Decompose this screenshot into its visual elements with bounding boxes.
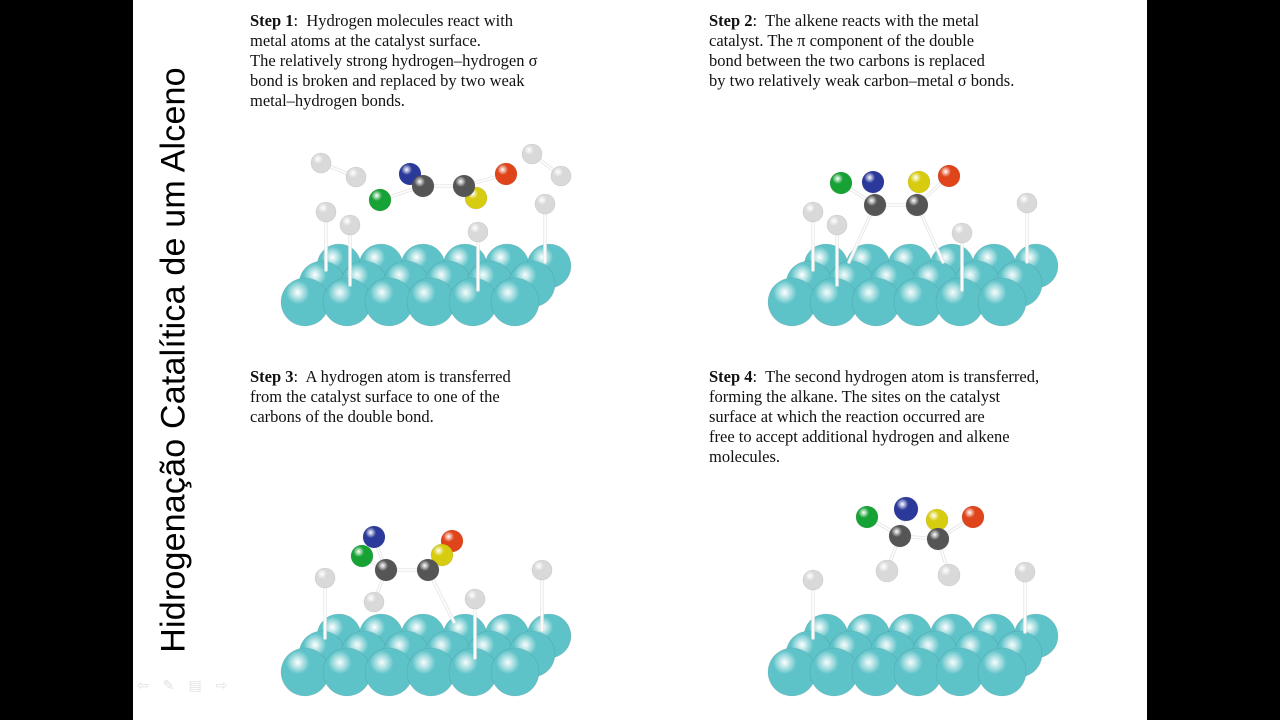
substituent-atom xyxy=(368,188,392,212)
step-1-text: Step 1: Hydrogen molecules react with me… xyxy=(250,11,538,110)
catalyst-atom xyxy=(364,647,414,697)
catalyst-atom xyxy=(977,277,1027,327)
step-2-diagram xyxy=(767,164,1059,327)
step-1-label: Step 1 xyxy=(250,11,294,30)
carbon-atom xyxy=(452,174,476,198)
substituent-atom xyxy=(907,170,931,194)
hydrogen-atom xyxy=(363,591,385,613)
arrow-left-icon[interactable]: ⇦ xyxy=(137,678,149,694)
catalyst-atom xyxy=(809,277,859,327)
carbon-atom xyxy=(411,174,435,198)
substituent-atom xyxy=(861,170,885,194)
catalyst-atom xyxy=(406,277,456,327)
substituent-atom xyxy=(362,525,386,549)
hydrogen-atom xyxy=(802,201,824,223)
hydrogen-atom xyxy=(550,165,572,187)
substituent-atom xyxy=(893,496,919,522)
substituent-atom xyxy=(494,162,518,186)
step-4-text: Step 4: The second hydrogen atom is tran… xyxy=(709,367,1040,466)
slideshow-nav: ⇦ ✎ ▤ ⇨ xyxy=(137,678,227,694)
catalyst-atom xyxy=(935,277,985,327)
hydrogen-atom xyxy=(521,143,543,165)
carbon-atom xyxy=(416,558,440,582)
hydrogen-atom xyxy=(951,222,973,244)
catalyst-atom xyxy=(893,277,943,327)
catalyst-atom xyxy=(490,277,540,327)
catalyst-atom xyxy=(851,647,901,697)
catalyst-atom xyxy=(322,647,372,697)
hydrogen-atom xyxy=(534,193,556,215)
catalyst-atom xyxy=(809,647,859,697)
substituent-atom xyxy=(829,171,853,195)
substituent-atom xyxy=(961,505,985,529)
step-4-diagram xyxy=(767,496,1059,697)
step-2-label: Step 2 xyxy=(709,11,753,30)
catalyst-atom xyxy=(767,647,817,697)
catalyst-atom xyxy=(448,277,498,327)
slide-title: Hidrogenação Catalítica de um Alceno xyxy=(154,67,193,653)
catalyst-atom xyxy=(406,647,456,697)
menu-icon[interactable]: ▤ xyxy=(188,678,202,694)
hydrogen-atom xyxy=(875,559,899,583)
catalyst-atom xyxy=(364,277,414,327)
catalyst-atom xyxy=(448,647,498,697)
carbon-atom xyxy=(374,558,398,582)
catalyst-atom xyxy=(935,647,985,697)
hydrogen-atom xyxy=(937,563,961,587)
step-3-text: Step 3: A hydrogen atom is transferred f… xyxy=(250,367,511,426)
substituent-atom xyxy=(855,505,879,529)
carbon-atom xyxy=(905,193,929,217)
hydrogen-atom xyxy=(315,201,337,223)
substituent-atom xyxy=(937,164,961,188)
carbon-atom xyxy=(863,193,887,217)
step-4-label: Step 4 xyxy=(709,367,753,386)
pen-icon[interactable]: ✎ xyxy=(162,678,175,694)
catalyst-atom xyxy=(977,647,1027,697)
hydrogen-atom xyxy=(802,569,824,591)
hydrogen-atom xyxy=(1014,561,1036,583)
catalyst-atom xyxy=(322,277,372,327)
substituent-atom xyxy=(430,543,454,567)
substituent-atom xyxy=(350,544,374,568)
arrow-right-icon[interactable]: ⇨ xyxy=(215,678,228,694)
step-3-diagram xyxy=(280,525,572,697)
catalyst-atom xyxy=(893,647,943,697)
slide xyxy=(133,0,1147,720)
hydrogen-atom xyxy=(531,559,553,581)
hydrogen-atom xyxy=(467,221,489,243)
hydrogen-atom xyxy=(345,166,367,188)
catalyst-atom xyxy=(280,277,330,327)
carbon-atom xyxy=(926,527,950,551)
catalyst-atom xyxy=(490,647,540,697)
hydrogen-atom xyxy=(339,214,361,236)
step-2-text: Step 2: The alkene reacts with the metal… xyxy=(709,11,1015,90)
catalyst-atom xyxy=(280,647,330,697)
hydrogen-atom xyxy=(310,152,332,174)
hydrogen-atom xyxy=(464,588,486,610)
catalyst-atom xyxy=(767,277,817,327)
carbon-atom xyxy=(888,524,912,548)
step-1-diagram xyxy=(280,143,572,327)
catalyst-atom xyxy=(851,277,901,327)
hydrogen-atom xyxy=(1016,192,1038,214)
hydrogen-atom xyxy=(314,567,336,589)
substituent-atom xyxy=(925,508,949,532)
hydrogen-atom xyxy=(826,214,848,236)
step-3-label: Step 3 xyxy=(250,367,294,386)
